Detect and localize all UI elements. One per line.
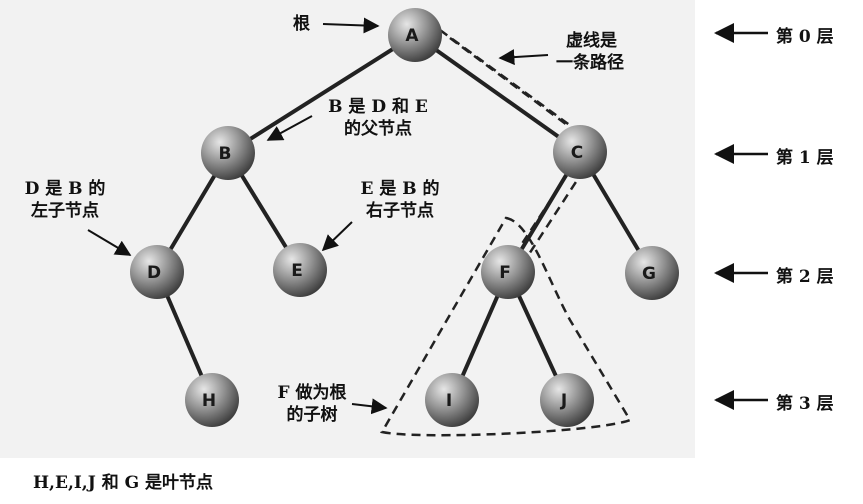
node-H: H xyxy=(185,373,239,427)
footer-caption: H,E,I,J 和 G 是叶节点 xyxy=(33,473,214,493)
node-ball-J xyxy=(540,373,594,427)
nodes-layer: A B C D E F G H I J xyxy=(130,8,679,427)
arrow-root xyxy=(322,17,380,34)
level-1-label: 第 1 层 xyxy=(776,148,834,168)
node-C: C xyxy=(553,125,607,179)
arrow-d-left xyxy=(87,229,132,256)
node-ball-I xyxy=(425,373,479,427)
node-B: B xyxy=(201,126,255,180)
node-label-F: F xyxy=(499,263,511,283)
annotation-subtree: F 做为根 的子树 xyxy=(270,382,354,426)
node-I: I xyxy=(425,373,479,427)
annotation-d-left-line1: D 是 B 的 xyxy=(24,179,106,199)
annotation-e-right-line1: E 是 B 的 xyxy=(360,179,440,199)
node-ball-H xyxy=(185,373,239,427)
edge-A-C xyxy=(413,33,582,154)
node-F: F xyxy=(481,245,535,299)
node-label-J: J xyxy=(560,391,567,411)
node-ball-F xyxy=(481,245,535,299)
node-label-I: I xyxy=(446,391,452,411)
level-0-label: 第 0 层 xyxy=(776,27,834,47)
node-ball-C xyxy=(553,125,607,179)
node-D: D xyxy=(130,245,184,299)
node-ball-E xyxy=(273,243,327,297)
node-label-H: H xyxy=(202,391,216,411)
annotation-dashed-path-line1: 虚线是 xyxy=(566,31,617,51)
arrow-b-parent xyxy=(266,115,313,141)
annotation-subtree-line1: F 做为根 xyxy=(277,383,347,403)
subtree-outline xyxy=(380,216,632,437)
level-3-label: 第 3 层 xyxy=(776,394,834,414)
annotation-dashed-path: 虚线是 一条路径 xyxy=(556,30,624,74)
annotation-root: 根 xyxy=(293,14,310,34)
node-E: E xyxy=(273,243,327,297)
edge-A-B xyxy=(226,33,417,155)
annotation-d-left-line2: 左子节点 xyxy=(31,201,99,221)
annotation-subtree-line2: 的子树 xyxy=(286,405,338,425)
arrow-e-right xyxy=(321,221,353,252)
arrow-dashed-path xyxy=(498,49,549,66)
level-2-label: 第 2 层 xyxy=(776,267,834,287)
annotation-d-left: D 是 B 的 左子节点 xyxy=(20,178,110,222)
annotation-b-parent-line2: 的父节点 xyxy=(344,119,412,139)
annotation-e-right: E 是 B 的 右子节点 xyxy=(352,178,448,222)
node-label-G: G xyxy=(642,264,656,284)
node-ball-B xyxy=(201,126,255,180)
node-ball-G xyxy=(625,246,679,300)
arrow-subtree xyxy=(351,398,388,415)
annotation-b-parent-line1: B 是 D 和 E xyxy=(328,97,428,117)
node-label-A: A xyxy=(405,26,419,46)
node-ball-D xyxy=(130,245,184,299)
node-label-D: D xyxy=(147,263,161,283)
node-G: G xyxy=(625,246,679,300)
node-J: J xyxy=(540,373,594,427)
node-ball-A xyxy=(388,8,442,62)
node-label-B: B xyxy=(219,144,232,164)
annotation-b-parent: B 是 D 和 E 的父节点 xyxy=(318,96,438,140)
annotation-dashed-path-line2: 一条路径 xyxy=(556,53,624,73)
node-label-E: E xyxy=(291,261,303,281)
node-A: A xyxy=(388,8,442,62)
annotation-e-right-line2: 右子节点 xyxy=(366,201,434,221)
node-label-C: C xyxy=(571,143,583,163)
